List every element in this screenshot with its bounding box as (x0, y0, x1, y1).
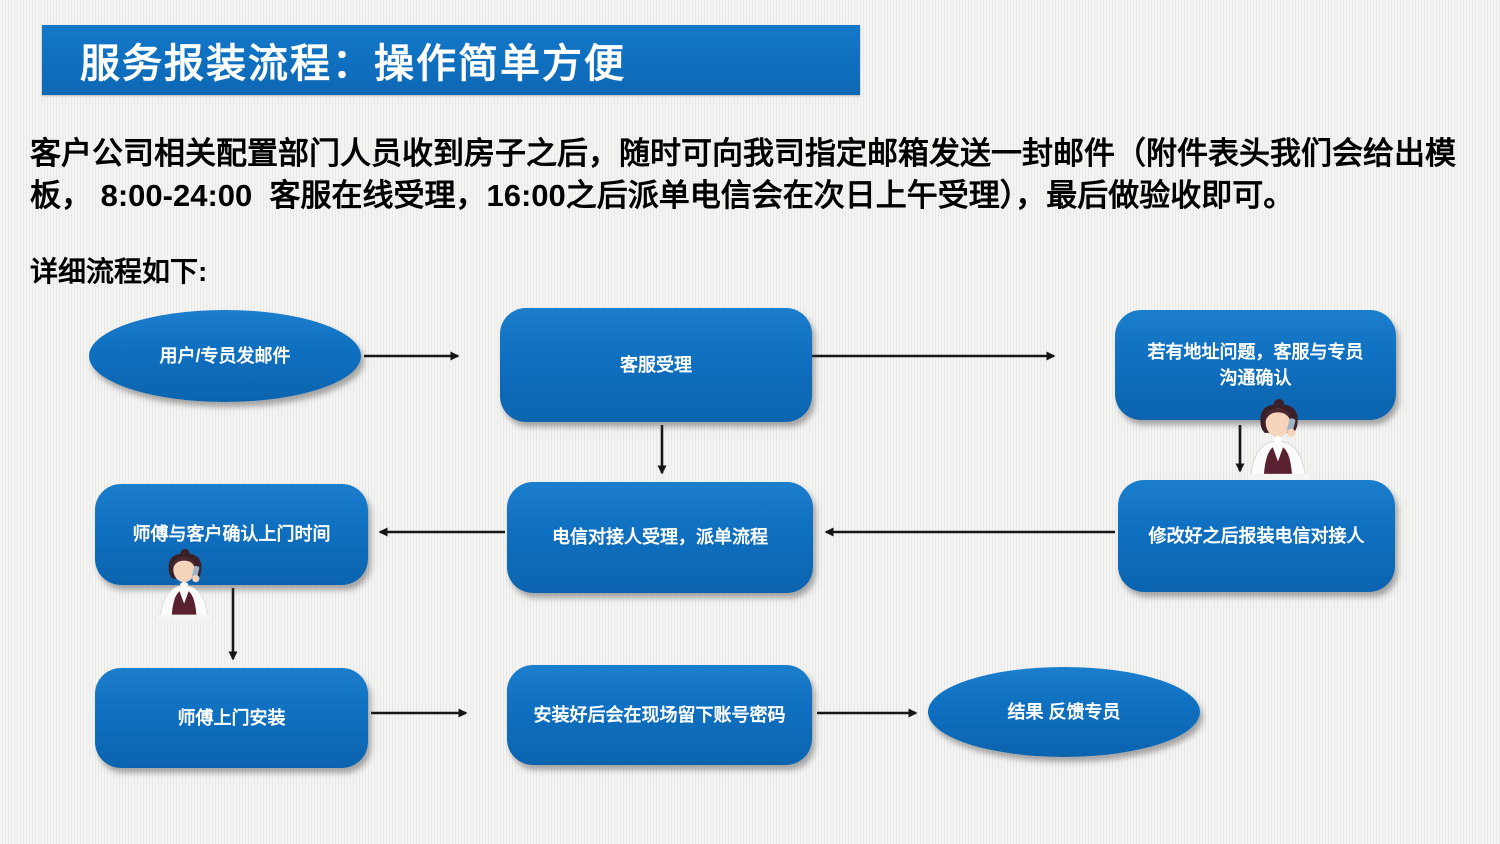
section-label: 详细流程如下: (30, 256, 208, 287)
flow-node-dispatch: 电信对接人受理，派单流程 (507, 482, 813, 593)
flow-node-label: 用户/专员发邮件 (159, 345, 291, 366)
flow-node-install: 师傅上门安装 (95, 668, 368, 768)
support-agent-icon (1248, 399, 1310, 480)
flow-node-label: 安装好后会在现场留下账号密码 (533, 704, 786, 725)
flow-node-feedback: 结果 反馈专员 (928, 667, 1200, 757)
intro-line-2: 板， 8:00-24:00 客服在线受理，16:00之后派单电信会在次日上午受理… (30, 178, 1295, 213)
flow-node-account: 安装好后会在现场留下账号密码 (507, 665, 812, 765)
flow-node-label: 修改好之后报装电信对接人 (1148, 525, 1365, 546)
flow-node-label: 客服受理 (620, 354, 692, 375)
flow-node-label: 师傅与客户确认上门时间 (132, 524, 331, 545)
flow-node-confirm-time: 师傅与客户确认上门时间 (95, 484, 368, 585)
support-agent-icon (158, 548, 212, 620)
flow-node-report-fix: 修改好之后报装电信对接人 (1118, 480, 1395, 592)
flow-node-user-email: 用户/专员发邮件 (89, 310, 361, 402)
flow-node-label: 结果 反馈专员 (1007, 701, 1121, 722)
intro-line-1: 客户公司相关配置部门人员收到房子之后，随时可向我司指定邮箱发送一封邮件（附件表头… (30, 136, 1456, 171)
flow-node-addr-issue: 若有地址问题，客服与专员沟通确认 (1115, 310, 1396, 420)
flow-node-label: 电信对接人受理，派单流程 (552, 527, 768, 548)
flow-node-cs-accept: 客服受理 (500, 308, 812, 422)
intro-paragraph: 客户公司相关配置部门人员收到房子之后，随时可向我司指定邮箱发送一封邮件（附件表头… (30, 133, 1492, 217)
flow-node-label: 师傅上门安装 (177, 707, 286, 728)
flow-node-label: 若有地址问题，客服与专员沟通确认 (1147, 341, 1364, 388)
title-bar: 服务报装流程：操作简单方便 (42, 25, 860, 95)
page-title: 服务报装流程：操作简单方便 (80, 42, 626, 86)
